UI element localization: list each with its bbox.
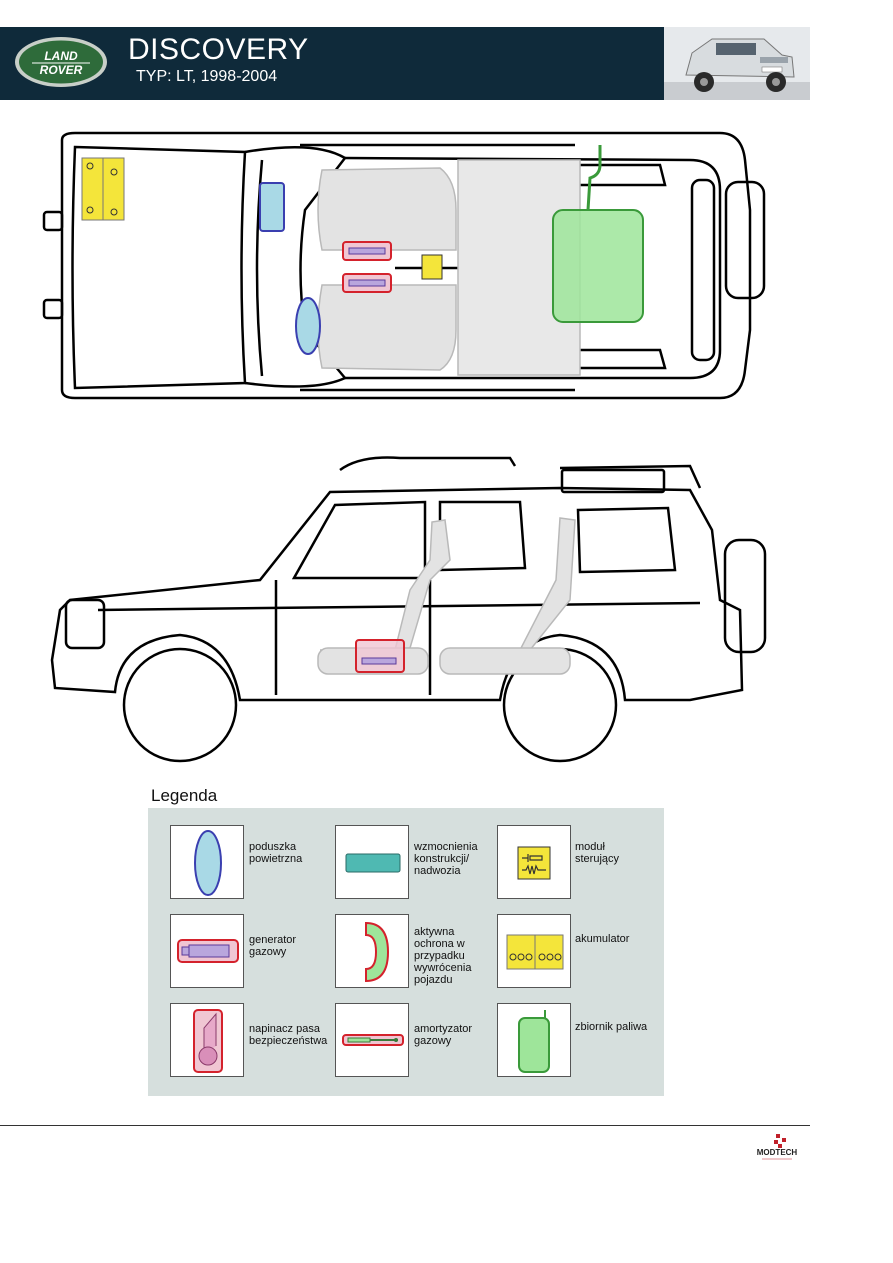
legend-label-rollover: aktywna ochrona w przypadku wywrócenia p… <box>414 926 472 986</box>
legend-cell-gas-generator <box>170 914 244 988</box>
brand-text: MODTECH <box>757 1148 798 1157</box>
vehicle-photo <box>664 27 810 100</box>
logo-text-line1: LAND <box>44 49 78 63</box>
side-view-wheels <box>122 647 618 763</box>
control-module-top-view <box>421 254 443 280</box>
legend-panel: poduszka powietrzna wzmocnienia konstruk… <box>148 808 664 1096</box>
legend-cell-battery <box>497 914 571 988</box>
belt-tensioner-icon <box>193 1009 223 1073</box>
legend-cell-gas-strut <box>335 1003 409 1077</box>
legend-cell-fuel-tank <box>497 1003 571 1077</box>
logo-text-line2: ROVER <box>40 63 83 77</box>
legend-cell-reinforcement <box>335 825 409 899</box>
legend-cell-belt-tensioner <box>170 1003 244 1077</box>
page-subtitle: TYP: LT, 1998-2004 <box>136 68 278 85</box>
legend-label-belt-tensioner: napinacz pasa bezpieczeństwa <box>249 1023 328 1047</box>
legend-label-battery: akumulator <box>575 933 630 945</box>
driver-airbag <box>295 297 321 355</box>
modtech-logo: MODTECH <box>757 1134 798 1160</box>
windshield-airbag <box>259 182 285 232</box>
legend-label-control-module: moduł sterujący <box>575 841 620 865</box>
land-rover-logo: LAND ROVER <box>15 37 107 87</box>
legend-cell-rollover <box>335 914 409 988</box>
side-belt-tensioner <box>355 639 405 673</box>
legend-label-fuel-tank: zbiornik paliwa <box>575 1021 648 1033</box>
rollover-protection-icon <box>365 921 390 983</box>
footer-divider <box>0 1125 810 1126</box>
legend-label-reinforcement: wzmocnienia konstrukcji/ nadwozia <box>414 841 478 877</box>
reinforcement-icon <box>345 853 401 873</box>
battery-icon <box>506 934 564 970</box>
legend-label-gas-generator: generator gazowy <box>249 934 297 958</box>
control-module-icon <box>517 846 551 880</box>
gas-generator-icon <box>177 939 239 963</box>
legend-label-airbag: poduszka powietrzna <box>249 841 303 865</box>
legend-cell-airbag <box>170 825 244 899</box>
legend-label-gas-strut: amortyzator gazowy <box>414 1023 473 1047</box>
airbag-icon <box>194 830 222 896</box>
vehicle-diagrams <box>42 131 767 763</box>
gas-strut-icon <box>342 1034 404 1046</box>
legend-title: Legenda <box>151 786 218 805</box>
battery-top-view <box>81 157 125 221</box>
top-view <box>42 131 766 400</box>
legend-cell-control-module <box>497 825 571 899</box>
header-bar: LAND ROVER DISCOVERY TYP: LT, 1998-2004 <box>0 27 810 100</box>
fuel-tank-top-view <box>552 209 644 323</box>
page-title: DISCOVERY <box>128 33 309 66</box>
side-view <box>50 456 767 702</box>
fuel-tank-icon <box>518 1010 550 1073</box>
